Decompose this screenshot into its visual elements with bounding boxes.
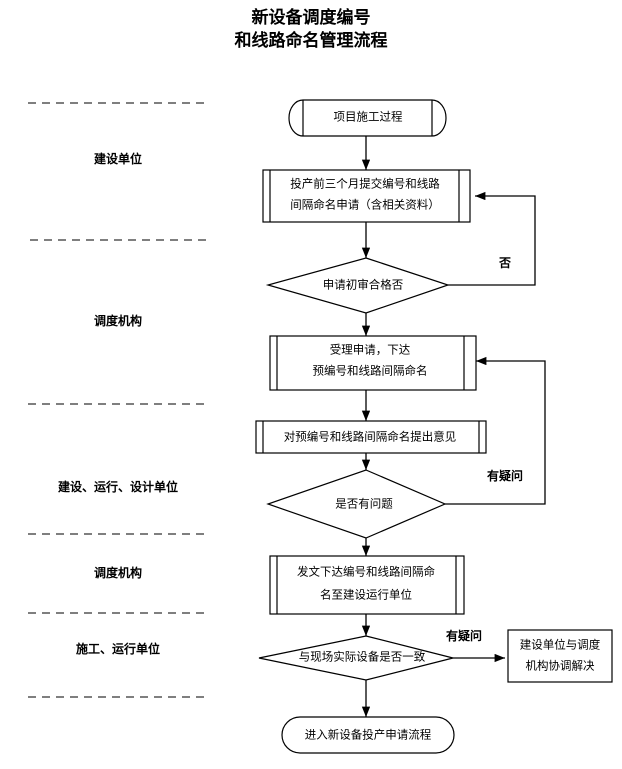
lane-label-dispatch-org-2: 调度机构 — [94, 565, 142, 580]
page-title: 新设备调度编号 和线路命名管理流程 — [235, 7, 388, 50]
node-consistency-decision[interactable]: 与现场实际设备是否一致 — [258, 635, 454, 681]
node-coordinate-resolve[interactable]: 建设单位与调度 机构协调解决 — [507, 629, 613, 683]
node-give-opinion[interactable]: 对预编号和线路间隔命名提出意见 — [255, 420, 487, 454]
submit-application-shape — [262, 169, 471, 223]
node-accept-and-issue[interactable]: 受理申请，下达 预编号和线路间隔命名 — [269, 335, 477, 391]
submit-application-line-2: 间隔命名申请（含相关资料） — [290, 198, 440, 212]
issue-document-line-1: 发文下达编号和线路间隔命 — [297, 565, 435, 579]
connector-review-no-loop — [448, 191, 536, 286]
give-opinion-shape — [255, 420, 487, 454]
connector-problem-yes-loop — [445, 356, 546, 505]
submit-application-line-1: 投产前三个月提交编号和线路 — [290, 177, 440, 191]
lane-dividers — [28, 102, 209, 698]
title-line-2: 和线路命名管理流程 — [235, 30, 388, 50]
title-line-1: 新设备调度编号 — [252, 7, 371, 27]
lane-label-dispatch-org-1: 调度机构 — [94, 313, 142, 328]
accept-and-issue-line-1: 受理申请，下达 — [330, 343, 411, 357]
start-node-label: 项目施工过程 — [334, 111, 403, 124]
edge-label-doubt-2: 有疑问 — [446, 628, 482, 643]
edge-label-no: 否 — [498, 256, 511, 270]
node-project-construction-process[interactable]: 项目施工过程 — [288, 99, 447, 137]
lane-label-operation-units: 施工、运行单位 — [76, 641, 160, 656]
issue-document-line-2: 名至建设运行单位 — [320, 588, 412, 602]
problem-decision-label: 是否有问题 — [335, 497, 393, 511]
accept-and-issue-shape — [269, 335, 477, 391]
coordinate-resolve-line-2: 机构协调解决 — [526, 659, 595, 673]
consistency-decision-shape — [258, 635, 454, 681]
connectors — [361, 136, 546, 717]
node-review-decision[interactable]: 申请初审合格否 — [265, 257, 450, 314]
consistency-decision-label: 与现场实际设备是否一致 — [299, 650, 426, 664]
accept-and-issue-line-2: 预编号和线路间隔命名 — [313, 364, 428, 378]
review-decision-label: 申请初审合格否 — [323, 278, 404, 292]
edge-label-doubt-1: 有疑问 — [487, 468, 523, 483]
node-submit-application[interactable]: 投产前三个月提交编号和线路 间隔命名申请（含相关资料） — [262, 169, 471, 223]
coordinate-resolve-shape — [507, 629, 613, 683]
edge-labels: 否 有疑问 有疑问 — [446, 256, 523, 643]
give-opinion-label: 对预编号和线路间隔命名提出意见 — [284, 430, 457, 444]
lane-label-design-units: 建设、运行、设计单位 — [57, 479, 178, 494]
end-terminator-label: 进入新设备投产申请流程 — [305, 728, 432, 742]
issue-document-shape — [269, 555, 465, 615]
lane-labels: 建设单位 调度机构 建设、运行、设计单位 调度机构 施工、运行单位 — [57, 151, 178, 656]
node-end-terminator[interactable]: 进入新设备投产申请流程 — [281, 716, 455, 754]
end-terminator-shape — [281, 716, 455, 754]
problem-decision-shape — [266, 469, 447, 539]
lane-label-construction-unit: 建设单位 — [93, 151, 142, 166]
review-decision-shape — [265, 257, 450, 314]
node-problem-decision[interactable]: 是否有问题 — [266, 469, 447, 539]
node-issue-document[interactable]: 发文下达编号和线路间隔命 名至建设运行单位 — [269, 555, 465, 615]
coordinate-resolve-line-1: 建设单位与调度 — [520, 638, 601, 652]
